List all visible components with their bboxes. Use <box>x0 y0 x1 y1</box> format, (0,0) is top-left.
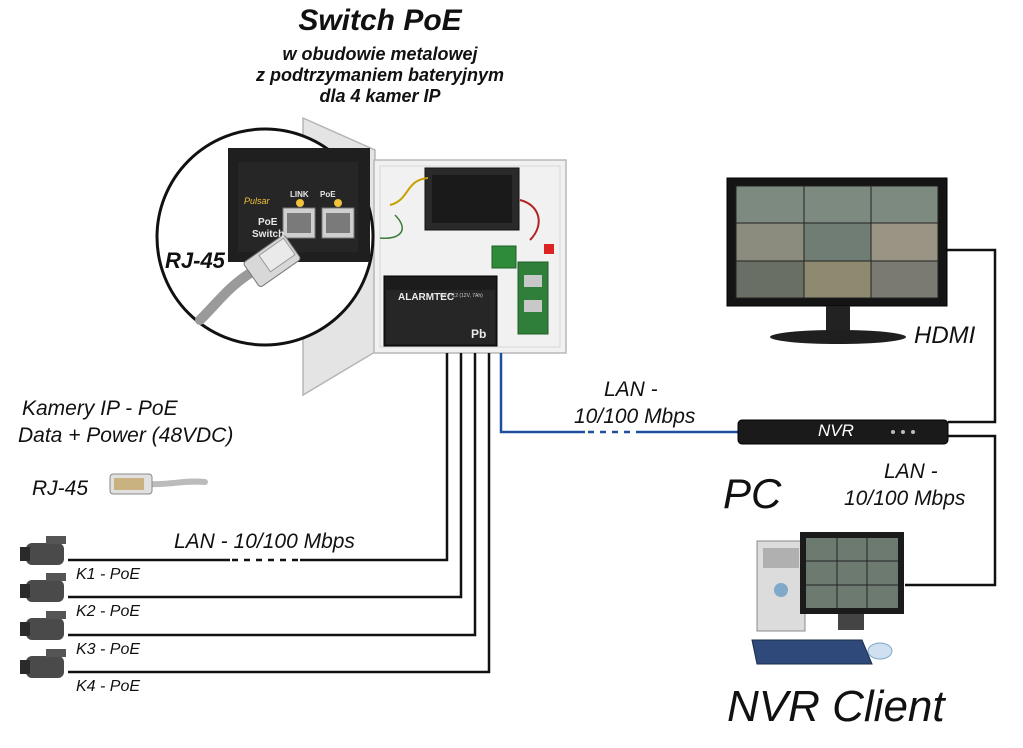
camera-cables <box>68 353 491 674</box>
lan-nvr-pc-label-1: LAN - <box>884 460 938 483</box>
subtitle-line-2: z podtrzymaniem bateryjnym <box>255 65 505 85</box>
subtitle-line-3: dla 4 kamer IP <box>319 86 441 106</box>
camera-k3 <box>20 611 66 640</box>
pc-label: PC <box>723 470 782 517</box>
camera-label-k1: K1 - PoE <box>76 566 141 583</box>
hdmi-label: HDMI <box>914 322 976 349</box>
lan-switch-nvr-cable <box>499 353 738 434</box>
lan-switch-nvr-label-2: 10/100 Mbps <box>574 405 696 428</box>
rj45-connector-icon <box>109 473 208 495</box>
cameras-heading-line-1: Kamery IP - PoE <box>22 397 178 420</box>
mouse <box>867 642 893 660</box>
camera-group <box>20 536 66 678</box>
cameras-rj45-label: RJ-45 <box>32 477 89 500</box>
poe-switch-board <box>517 261 549 335</box>
battery-brand: ALARMTEC <box>398 292 455 303</box>
camera-k2 <box>20 573 66 602</box>
pc-computer <box>751 532 904 665</box>
poe-switch-cabinet <box>302 116 567 397</box>
zoom-rj45-label: RJ-45 <box>165 248 225 273</box>
hdmi-cable <box>947 248 997 424</box>
camera-label-k2: K2 - PoE <box>76 603 141 620</box>
nvr-box <box>737 419 949 445</box>
keyboard <box>751 639 873 665</box>
camera-label-k3: K3 - PoE <box>76 641 141 658</box>
hdmi-monitor <box>726 177 948 344</box>
switch-zoom-detail <box>155 127 375 347</box>
cable-k3 <box>68 353 477 637</box>
battery-model: BP 7-12 (12V, 7Ah) <box>440 293 483 299</box>
lan-switch-nvr-label-1: LAN - <box>604 378 658 401</box>
switch-device-label-1: PoE <box>258 217 278 228</box>
lan-nvr-pc-label-2: 10/100 Mbps <box>844 487 966 510</box>
battery-pb-mark: Pb <box>471 327 487 341</box>
camera-k1 <box>20 536 66 565</box>
switch-brand-label: Pulsar <box>244 196 270 206</box>
nvr-client-label: NVR Client <box>727 682 945 731</box>
port-label-link: LINK <box>290 190 309 199</box>
camera-cable-label: LAN - 10/100 Mbps <box>174 530 355 553</box>
switch-device-label-2: Switch <box>252 229 285 240</box>
subtitle-line-1: w obudowie metalowej <box>282 44 478 64</box>
camera-k4 <box>20 649 66 678</box>
cameras-heading-line-2: Data + Power (48VDC) <box>18 424 234 447</box>
cable-k1-b <box>300 353 449 562</box>
lan-nvr-pc-cable <box>905 434 997 587</box>
nvr-label: NVR <box>818 421 854 440</box>
cable-k4 <box>68 353 491 674</box>
camera-label-k4: K4 - PoE <box>76 678 141 695</box>
patch-cable <box>195 265 260 325</box>
diagram-title: Switch PoE <box>298 4 462 37</box>
control-module <box>491 245 517 269</box>
cable-k2 <box>68 353 463 599</box>
port-label-poe: PoE <box>320 190 336 199</box>
fuse <box>544 244 554 254</box>
diagram-subtitle: w obudowie metalowej z podtrzymaniem bat… <box>0 44 760 107</box>
